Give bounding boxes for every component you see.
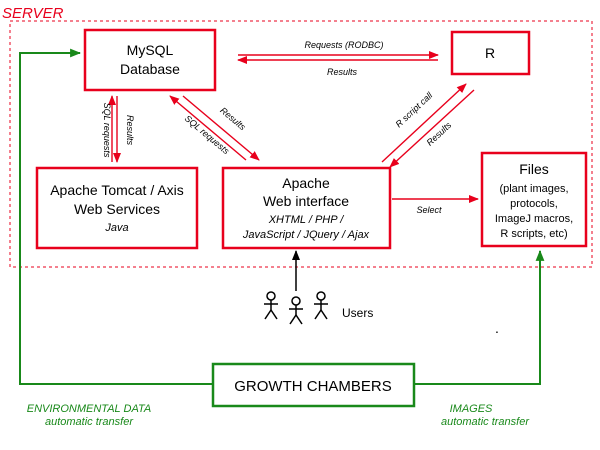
label-results-tomcat: Results bbox=[125, 115, 135, 146]
label-requests-rodbc: Requests (RODBC) bbox=[304, 40, 383, 50]
tomcat-web-services-node: Apache Tomcat / Axis Web Services Java bbox=[35, 166, 199, 250]
files-line4: ImageJ macros, bbox=[495, 213, 573, 225]
apache-title: Apache bbox=[282, 175, 330, 191]
growth-chambers-label: GROWTH CHAMBERS bbox=[234, 378, 392, 395]
tomcat-language: Java bbox=[104, 222, 128, 234]
mysql-database-node: MySQL Database bbox=[83, 28, 217, 92]
server-label: SERVER bbox=[2, 5, 64, 22]
apache-tech-line1: XHTML / PHP / bbox=[268, 214, 345, 226]
user-icon bbox=[313, 291, 329, 320]
env-transfer-label: automatic transfer bbox=[45, 416, 134, 428]
users-label: Users bbox=[342, 306, 373, 320]
growth-chambers-node: GROWTH CHAMBERS bbox=[211, 362, 416, 408]
label-sql-requests-apache: SQL requests bbox=[183, 113, 232, 156]
server-boundary bbox=[9, 20, 593, 268]
label-results-apache: Results bbox=[218, 105, 248, 132]
tomcat-subtitle: Web Services bbox=[74, 201, 160, 217]
files-title: Files bbox=[519, 161, 549, 177]
r-label: R bbox=[485, 45, 495, 61]
tomcat-title: Apache Tomcat / Axis bbox=[50, 182, 184, 198]
stray-dot: . bbox=[495, 320, 499, 336]
label-select: Select bbox=[416, 205, 442, 215]
user-icon bbox=[288, 296, 304, 325]
arrow-environmental-data-transfer bbox=[19, 48, 213, 385]
arrow-mysql-to-apache bbox=[182, 95, 260, 161]
mysql-title: MySQL bbox=[127, 42, 174, 58]
arrow-images-transfer bbox=[414, 249, 545, 385]
files-line2: (plant images, bbox=[499, 183, 568, 195]
apache-subtitle: Web interface bbox=[263, 193, 349, 209]
arrow-apache-to-mysql bbox=[169, 95, 247, 161]
r-node: R bbox=[450, 30, 531, 76]
mysql-subtitle: Database bbox=[120, 61, 180, 77]
user-icon bbox=[263, 291, 279, 320]
images-transfer-label: automatic transfer bbox=[441, 416, 530, 428]
users-group bbox=[263, 291, 329, 325]
files-node: Files (plant images, protocols, ImageJ m… bbox=[480, 151, 588, 248]
label-results-r-apache: Results bbox=[425, 120, 454, 148]
arrow-r-to-apache bbox=[389, 89, 475, 168]
env-data-label: ENVIRONMENTAL DATA bbox=[27, 403, 151, 415]
apache-web-interface-node: Apache Web interface XHTML / PHP / JavaS… bbox=[221, 166, 392, 250]
arrow-apache-to-r bbox=[381, 83, 467, 163]
files-line5: R scripts, etc) bbox=[500, 228, 567, 240]
apache-tech-line2: JavaScript / JQuery / Ajax bbox=[242, 229, 370, 241]
files-line3: protocols, bbox=[510, 198, 558, 210]
label-results-mysql-r: Results bbox=[327, 67, 358, 77]
images-label: IMAGES bbox=[450, 403, 493, 415]
label-r-script-call: R script call bbox=[394, 90, 436, 130]
label-sql-requests-tomcat: SQL requests bbox=[102, 103, 112, 158]
